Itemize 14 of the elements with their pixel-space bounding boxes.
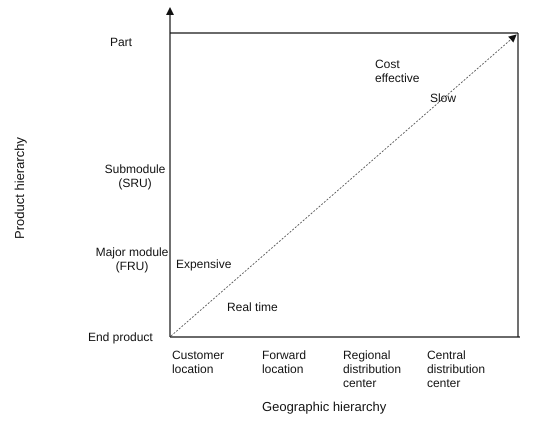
annotation-text: Slow	[430, 91, 458, 105]
annotation-text: Expensive	[176, 257, 232, 271]
axis-tick-label: Part	[110, 35, 134, 49]
axis-title: Geographic hierarchy	[262, 400, 388, 414]
axis-tick-label: Forward location	[262, 348, 308, 376]
annotation-text: Cost effective	[375, 57, 420, 85]
axis-tick-label: End product	[88, 330, 154, 344]
axis-tick-label: Regional distribution center	[343, 348, 402, 390]
axis-tick-label: Central distribution center	[427, 348, 486, 390]
axis-tick-label: Customer location	[172, 348, 226, 376]
axis-tick-label: Submodule (SRU)	[104, 162, 166, 190]
annotation-text: Real time	[227, 300, 279, 314]
axis-title: Product hierarchy	[13, 136, 27, 241]
axis-tick-label: Major module (FRU)	[94, 245, 170, 273]
